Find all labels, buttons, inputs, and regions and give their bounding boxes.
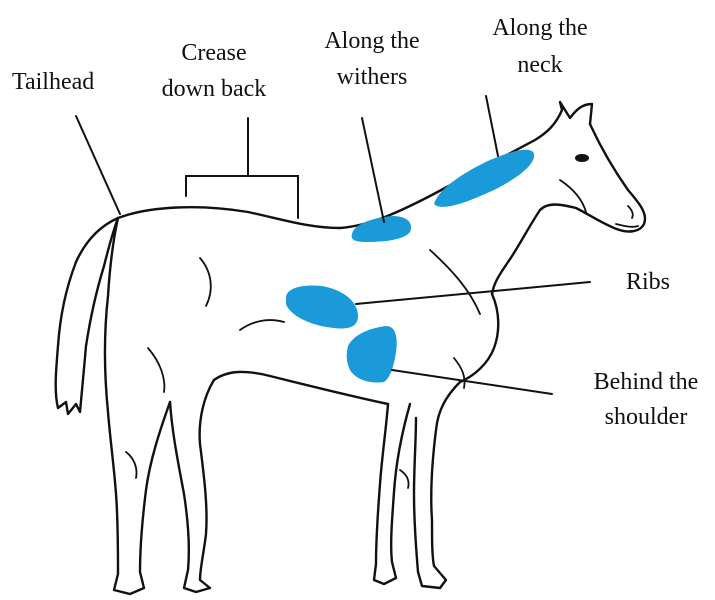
horse-front-far-leg	[374, 404, 410, 584]
fat-area-behind-shoulder	[347, 326, 397, 383]
horse-detail-knee	[400, 470, 409, 488]
label-ribs: Ribs	[626, 269, 670, 295]
fat-area-neck	[434, 150, 534, 207]
horse-nostril	[628, 206, 633, 218]
horse-detail-flank	[240, 320, 284, 330]
fat-deposit-areas	[286, 150, 534, 383]
horse-eye	[575, 154, 589, 162]
horse-head	[540, 124, 645, 231]
horse-detail-haunch	[200, 258, 211, 306]
horse-throat	[492, 210, 540, 294]
horse-front-near-leg	[414, 382, 460, 588]
horse-chest	[460, 294, 498, 382]
label-neck-line1: Along the	[492, 15, 587, 41]
label-shoulder-line1: Behind the	[594, 369, 699, 395]
label-crease-line1: Crease	[181, 40, 246, 66]
horse-mouth	[616, 224, 638, 227]
leader-crease-bracket	[186, 118, 298, 218]
horse-hind-far-leg	[105, 218, 170, 594]
fat-area-withers	[352, 216, 411, 242]
label-tailhead: Tailhead	[12, 69, 94, 95]
label-crease-line2: down back	[162, 76, 267, 102]
label-withers-line2: withers	[337, 64, 408, 90]
horse-detail-shoulder	[430, 250, 480, 314]
label-withers-line1: Along the	[324, 28, 419, 54]
label-shoulder-line2: shoulder	[605, 404, 688, 430]
leader-tailhead	[76, 116, 120, 214]
leader-withers	[362, 118, 384, 222]
leader-lines	[76, 96, 590, 394]
label-neck-line2: neck	[517, 52, 562, 78]
horse-tail	[56, 218, 118, 414]
horse-detail-stifle	[148, 348, 164, 392]
horse-hind-near-leg	[170, 380, 214, 592]
horse-detail-hock	[126, 452, 137, 478]
fat-area-ribs	[286, 286, 358, 329]
leader-shoulder	[392, 370, 552, 394]
leader-neck	[486, 96, 498, 156]
